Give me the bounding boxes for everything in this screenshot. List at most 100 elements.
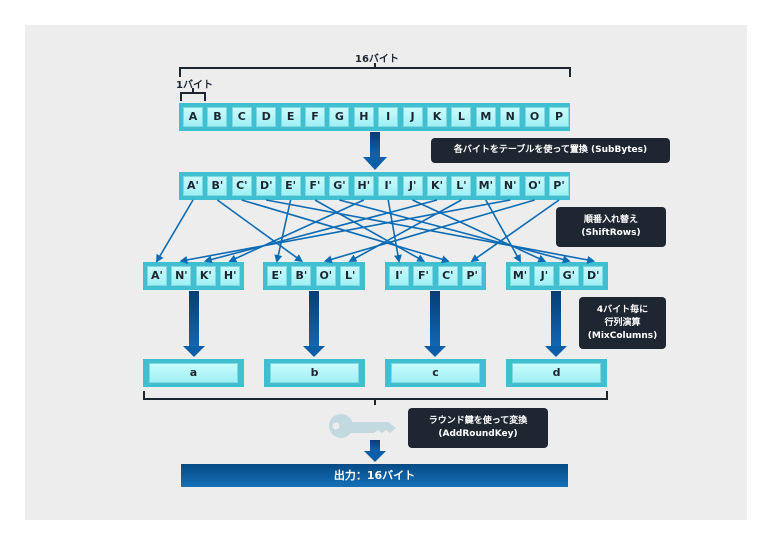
substituted-bytes-row: A'B'C'D'E'F'G'H'I'J'K'L'M'N'O'P' [179,172,570,200]
input-byte-cell: N [500,107,521,127]
subbytes-note: 各バイトをテーブルを使って置換 (SubBytes) [431,138,670,163]
shifted-byte-cell: B' [291,266,312,286]
column-label: c [391,363,480,383]
addroundkey-note: ラウンド鍵を使って変換 (AddRoundKey) [408,408,548,448]
substituted-byte-cell: B' [207,176,228,196]
shifted-byte-cell: H' [220,266,241,286]
shiftrows-connector [485,199,521,263]
mixcolumns-arrow-c [424,291,446,357]
input-byte-cell: F [305,107,325,127]
shifted-byte-cell: K' [195,266,216,286]
shiftrows-text-1: 順番入れ替え [583,215,638,225]
column-label: b [270,363,359,383]
mixcolumns-text-2: 行列演算 [604,317,641,328]
substituted-byte-cell: G' [329,176,350,196]
substituted-byte-cell: D' [256,176,277,196]
shifted-byte-cell: L' [340,266,361,286]
addroundkey-arrow [364,440,386,462]
column-box-a: a [143,359,244,387]
column-label: a [149,363,238,383]
column-box-d: d [506,359,607,387]
shifted-byte-cell: J' [534,266,555,286]
substituted-byte-cell: C' [231,176,252,196]
subbytes-text: 各バイトをテーブルを使って置換 (SubBytes) [453,145,648,155]
substituted-byte-cell: E' [280,176,301,196]
input-byte-cell: I [378,107,399,127]
shifted-group-4: M'J'G'D' [506,262,608,290]
shifted-byte-cell: A' [147,266,167,286]
column-label: d [512,363,601,383]
shiftrows-connector [203,199,438,264]
shiftrows-connector [470,199,560,263]
input-byte-cell: M [475,107,496,127]
shifted-group-1: A'N'K'H' [143,262,244,290]
substituted-byte-cell: K' [427,176,447,196]
substituted-byte-cell: I' [378,176,399,196]
input-byte-cell: E [280,107,301,127]
addroundkey-text-2: (AddRoundKey) [438,429,518,439]
subbytes-arrow [363,132,387,170]
shiftrows-connector [348,199,462,262]
one-byte-bracket-tick [192,88,194,93]
substituted-byte-cell: M' [475,176,496,196]
addroundkey-text-1: ラウンド鍵を使って変換 [428,416,528,426]
one-byte-bracket [180,92,206,101]
mixcolumns-arrow-a [183,291,205,357]
input-byte-cell: K [427,107,447,127]
shiftrows-connector [216,199,304,263]
substituted-byte-cell: L' [451,176,472,196]
shifted-byte-cell: D' [583,266,604,286]
substituted-byte-cell: A' [183,176,203,196]
shiftrows-connector [241,199,450,264]
input-byte-cell: G [329,107,350,127]
input-byte-cell: B [207,107,228,127]
substituted-byte-cell: N' [500,176,521,196]
input-byte-cell: L [451,107,472,127]
shifted-byte-cell: O' [315,266,336,286]
input-byte-cell: O [524,107,545,127]
shiftrows-connector [387,199,402,263]
shiftrows-note: 順番入れ替え (ShiftRows) [556,207,666,247]
shifted-byte-cell: I' [389,266,409,286]
shiftrows-connector [155,199,194,263]
substituted-byte-cell: P' [549,176,569,196]
input-byte-cell: A [183,107,203,127]
substituted-byte-cell: O' [524,176,545,196]
column-box-b: b [264,359,365,387]
substituted-byte-cell: H' [353,176,374,196]
shiftrows-connector [339,199,571,264]
input-byte-cell: P [549,107,569,127]
shiftrows-connector [314,199,426,262]
total-bytes-bracket-tick [374,63,376,68]
shifted-group-3: I'F'C'P' [385,262,486,290]
output-bar: 出力：16バイト [181,464,568,487]
shifted-group-2: E'B'O'L' [263,262,365,290]
shifted-byte-cell: N' [171,266,192,286]
shifted-byte-cell: M' [510,266,530,286]
total-bytes-label: 16バイト [355,54,399,65]
columns-bracket-tick [374,399,376,405]
shifted-byte-cell: E' [267,266,287,286]
shifted-byte-cell: G' [558,266,579,286]
substituted-byte-cell: J' [402,176,423,196]
input-byte-cell: J [402,107,423,127]
shiftrows-connector [266,199,596,264]
input-byte-cell: D [256,107,277,127]
mixcolumns-arrow-d [545,291,567,357]
shiftrows-connector [412,199,547,263]
key-icon [329,414,396,438]
shifted-byte-cell: P' [462,266,483,286]
one-byte-label: 1バイト [176,80,213,91]
mixcolumns-text-1: 4バイト毎に [596,304,649,315]
mixcolumns-text-3: (MixColumns) [587,330,658,341]
shiftrows-connector [274,199,292,263]
shiftrows-connector [228,199,365,263]
mixcolumns-note: 4バイト毎に 行列演算 (MixColumns) [579,297,666,349]
shifted-byte-cell: F' [413,266,434,286]
substituted-byte-cell: F' [305,176,325,196]
mixcolumns-arrow-b [303,291,325,357]
column-box-c: c [385,359,486,387]
total-bytes-bracket [179,67,571,77]
